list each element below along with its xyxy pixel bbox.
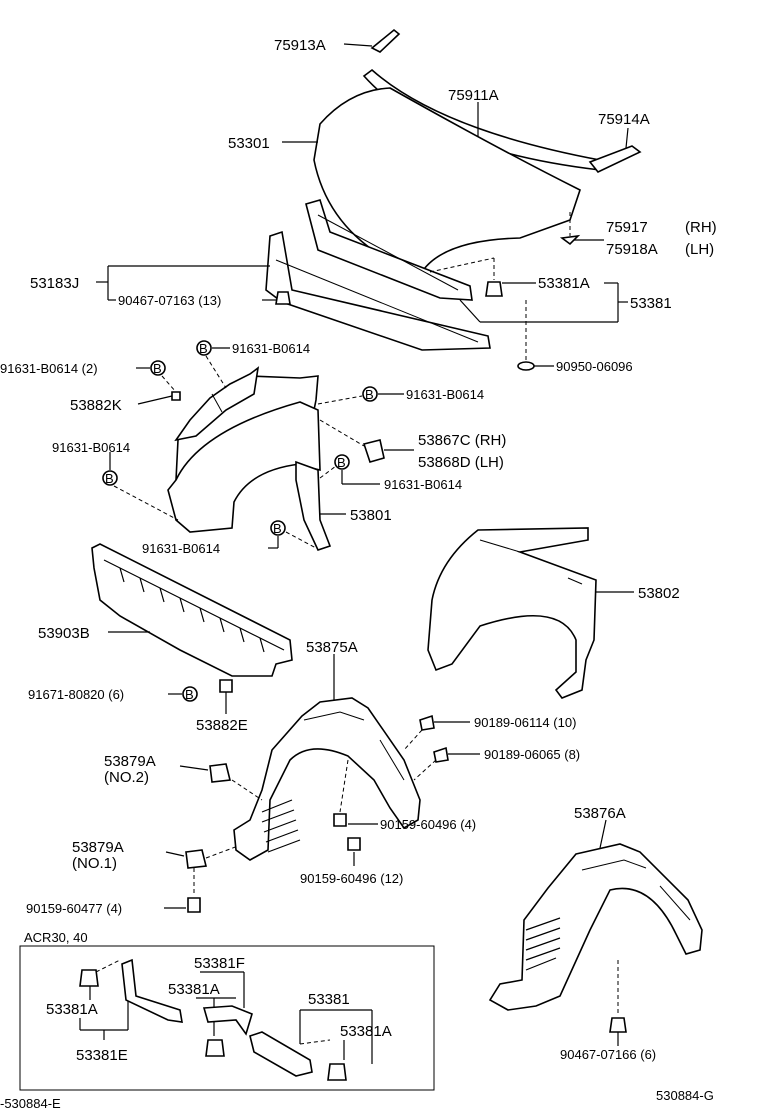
part-53882K-clip bbox=[171, 391, 181, 401]
footer-left-code: -530884-E bbox=[0, 1096, 61, 1111]
part-90159-60477-bolt bbox=[187, 897, 201, 913]
part-75914A bbox=[588, 145, 642, 173]
label-90189-06065: 90189-06065 (8) bbox=[484, 747, 580, 762]
svg-text:B: B bbox=[337, 455, 346, 470]
svg-text:B: B bbox=[105, 471, 114, 486]
part-75913A bbox=[370, 28, 401, 53]
part-90159-60496-4-bolt bbox=[333, 813, 347, 827]
label-75917-side: (RH) bbox=[685, 219, 717, 236]
label-53879A-no2: 53879A bbox=[104, 753, 156, 770]
label-91631-B0614-b: 91631-B0614 bbox=[406, 387, 484, 402]
label-53867C: 53867C (RH) bbox=[418, 432, 506, 449]
part-90467-07163-clip bbox=[275, 291, 291, 305]
part-53879A-no1 bbox=[185, 849, 207, 869]
box-part-53381A-clip-b bbox=[205, 1039, 225, 1057]
part-90467-07166-clip bbox=[609, 1017, 627, 1033]
part-90189-06065-screw bbox=[433, 746, 449, 763]
part-53882E-clip bbox=[219, 679, 233, 693]
svg-text:B: B bbox=[153, 361, 162, 376]
bolt-marker-7: B bbox=[182, 686, 198, 702]
variant-inset-box bbox=[19, 945, 435, 1091]
label-53875A: 53875A bbox=[306, 639, 358, 656]
label-53903B: 53903B bbox=[38, 625, 90, 642]
label-75917: 75917 bbox=[606, 219, 648, 236]
label-90159-60496-4: 90159-60496 (4) bbox=[380, 817, 476, 832]
bolt-marker-6: B bbox=[270, 520, 286, 536]
box-part-53381F bbox=[202, 1005, 253, 1036]
label-90467-07163: 90467-07163 (13) bbox=[118, 293, 221, 308]
label-91631-B0614-2: 91631-B0614 (2) bbox=[0, 361, 98, 376]
part-53301-hood bbox=[313, 87, 581, 276]
svg-text:B: B bbox=[365, 387, 374, 402]
part-53867C-grommet bbox=[362, 439, 385, 463]
part-53381A-clip bbox=[485, 281, 503, 297]
box-part-53381A-clip-a bbox=[79, 969, 99, 987]
label-91631-B0614-a: 91631-B0614 bbox=[232, 341, 310, 356]
label-53868D: 53868D (LH) bbox=[418, 454, 504, 471]
box-label-53381A-b: 53381A bbox=[168, 981, 220, 998]
part-90159-60496-12-bolt bbox=[347, 837, 361, 851]
footer-right-code: 530884-G bbox=[656, 1088, 714, 1103]
svg-text:B: B bbox=[185, 687, 194, 702]
part-53802-fender bbox=[427, 527, 597, 699]
label-90467-07166: 90467-07166 (6) bbox=[560, 1047, 656, 1062]
label-90950-06096: 90950-06096 bbox=[556, 359, 633, 374]
label-53381-top: 53381 bbox=[630, 295, 672, 312]
label-75911A: 75911A bbox=[448, 87, 499, 104]
box-part-53381-seal bbox=[249, 1031, 313, 1077]
label-90159-60496-12: 90159-60496 (12) bbox=[300, 871, 403, 886]
part-53875A-liner bbox=[233, 697, 421, 861]
label-90189-06114: 90189-06114 (10) bbox=[474, 715, 576, 730]
label-75914A: 75914A bbox=[598, 111, 650, 128]
label-53802: 53802 bbox=[638, 585, 680, 602]
box-label-53381A-c: 53381A bbox=[340, 1023, 392, 1040]
bolt-marker-1: B bbox=[150, 360, 166, 376]
label-91631-B0614-d: 91631-B0614 bbox=[384, 477, 462, 492]
part-53801-liner-edge bbox=[295, 460, 332, 551]
part-90950-06096-plug bbox=[517, 361, 535, 371]
box-label-53381F: 53381F bbox=[194, 955, 245, 972]
box-label-53381: 53381 bbox=[308, 991, 350, 1008]
part-53879A-no2 bbox=[209, 763, 231, 783]
label-53879A-no1-sub: (NO.1) bbox=[72, 855, 117, 872]
box-label-53381E: 53381E bbox=[76, 1047, 128, 1064]
label-91631-B0614-c: 91631-B0614 bbox=[52, 440, 130, 455]
label-90159-60477: 90159-60477 (4) bbox=[26, 901, 122, 916]
label-53882K: 53882K bbox=[70, 397, 122, 414]
label-53882E: 53882E bbox=[196, 717, 248, 734]
box-part-53381A-clip-c bbox=[327, 1063, 347, 1081]
box-label-53381A-a: 53381A bbox=[46, 1001, 98, 1018]
label-75918A-side: (LH) bbox=[685, 241, 714, 258]
label-75918A: 75918A bbox=[606, 241, 658, 258]
label-53876A: 53876A bbox=[574, 805, 626, 822]
label-53879A-no2-sub: (NO.2) bbox=[104, 769, 149, 786]
bolt-marker-5: B bbox=[334, 454, 350, 470]
label-53801: 53801 bbox=[350, 507, 392, 524]
part-53903B-absorber bbox=[91, 543, 293, 677]
label-53301: 53301 bbox=[228, 135, 270, 152]
label-53381A-top: 53381A bbox=[538, 275, 590, 292]
label-53183J: 53183J bbox=[30, 275, 79, 292]
part-90189-06114-screw bbox=[419, 714, 435, 731]
label-91631-B0614-e: 91631-B0614 bbox=[142, 541, 220, 556]
box-part-53381E bbox=[121, 958, 183, 1023]
bolt-marker-2: B bbox=[196, 340, 212, 356]
svg-text:B: B bbox=[199, 341, 208, 356]
bolt-marker-3: B bbox=[362, 386, 378, 402]
part-53876A-liner bbox=[488, 843, 703, 1011]
svg-text:B: B bbox=[273, 521, 282, 536]
label-91671-80820: 91671-80820 (6) bbox=[28, 687, 124, 702]
bolt-marker-4: B bbox=[102, 470, 118, 486]
label-75913A: 75913A bbox=[274, 37, 326, 54]
label-acr-variant: ACR30, 40 bbox=[24, 930, 88, 945]
label-53879A-no1: 53879A bbox=[72, 839, 124, 856]
